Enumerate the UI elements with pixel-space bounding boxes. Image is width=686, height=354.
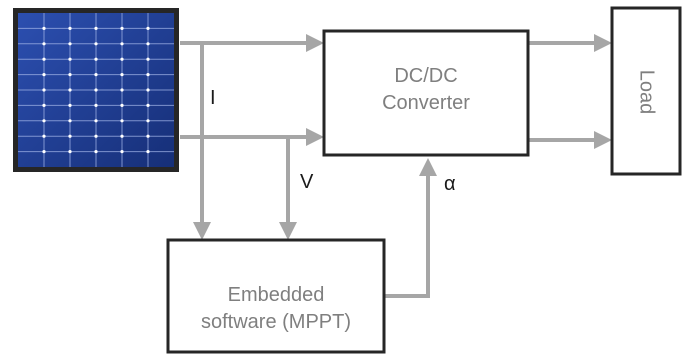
panel-cell-dot: [146, 73, 150, 77]
mppt-software-block: Embedded software (MPPT): [166, 238, 386, 354]
panel-cell-dot: [120, 42, 124, 46]
panel-cell-dot: [146, 42, 150, 46]
panel-cell-dot: [120, 88, 124, 92]
panel-cell-dot: [94, 26, 98, 30]
panel-cell-dot: [146, 150, 150, 154]
panel-cell-dot: [68, 73, 72, 77]
panel-cell-dot: [146, 103, 150, 107]
panel-cell-dot: [42, 150, 46, 154]
panel-cell-dot: [42, 73, 46, 77]
panel-cell-dot: [68, 119, 72, 123]
panel-cell-dot: [120, 134, 124, 138]
voltage-signal-label: V: [300, 171, 314, 193]
panel-cell-dot: [94, 119, 98, 123]
panel-cell-dot: [42, 103, 46, 107]
panel-cell-dot: [68, 103, 72, 107]
panel-cell-dot: [120, 73, 124, 77]
duty-cycle-signal-label: α: [444, 173, 456, 195]
load-block: Load: [610, 6, 682, 176]
panel-cell-dot: [146, 119, 150, 123]
panel-cell-dot: [42, 134, 46, 138]
panel-cell-dot: [68, 150, 72, 154]
solar-panel-icon: [13, 8, 179, 172]
wire-duty-cycle: [384, 172, 430, 298]
panel-cell-dot: [94, 42, 98, 46]
panel-cell-dot: [68, 134, 72, 138]
panel-cell-dot: [68, 88, 72, 92]
panel-cell-dot: [120, 103, 124, 107]
panel-cell-dot: [42, 57, 46, 61]
panel-cell-dot: [146, 57, 150, 61]
panel-cell-dot: [94, 103, 98, 107]
panel-cell-dot: [94, 73, 98, 77]
panel-cell-dot: [42, 42, 46, 46]
panel-cell-dot: [120, 26, 124, 30]
panel-cell-dot: [146, 26, 150, 30]
mppt-label-line2: software (MPPT): [201, 311, 351, 333]
panel-cell-dot: [120, 119, 124, 123]
panel-cell-dot: [94, 150, 98, 154]
panel-cell-dot: [94, 88, 98, 92]
current-signal-label: I: [210, 87, 216, 109]
panel-cell-dot: [68, 42, 72, 46]
mppt-label-line1: Embedded: [228, 284, 325, 306]
panel-cell-dot: [68, 26, 72, 30]
converter-label-line2: Converter: [382, 92, 470, 114]
panel-cell-dot: [146, 88, 150, 92]
panel-cell-dot: [42, 26, 46, 30]
panel-cell-dot: [42, 119, 46, 123]
panel-cell-dot: [146, 134, 150, 138]
load-label: Load: [636, 70, 658, 115]
panel-cell-dot: [94, 134, 98, 138]
panel-cell-dot: [42, 88, 46, 92]
panel-cell-dot: [94, 57, 98, 61]
connection-wires: [180, 34, 612, 298]
panel-cell-dot: [120, 150, 124, 154]
dc-dc-converter-block: DC/DC Converter: [322, 29, 530, 157]
converter-label-line1: DC/DC: [394, 65, 457, 87]
panel-cell-dot: [68, 57, 72, 61]
panel-cell-dot: [120, 57, 124, 61]
